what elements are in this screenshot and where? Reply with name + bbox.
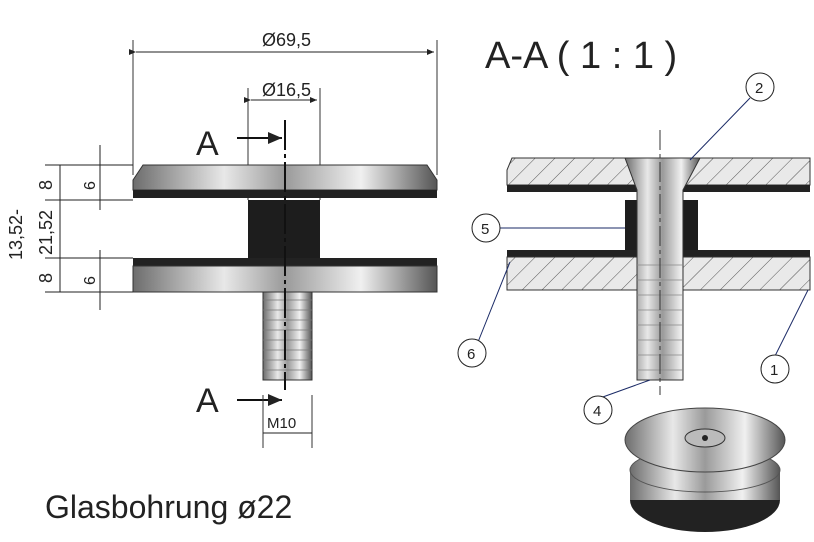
dim-plate-bottom: 8 (36, 273, 56, 283)
section-marker-bottom: A (196, 382, 219, 420)
section-title: A-A ( 1 : 1 ) (485, 35, 677, 77)
thread-size: M10 (267, 415, 296, 432)
caption: Glasbohrung ø22 (45, 489, 292, 525)
product-image (624, 407, 786, 532)
balloon-6: 6 (467, 346, 475, 363)
balloon-1: 1 (770, 362, 778, 379)
dim-glass-bottom: 6 (82, 276, 99, 285)
dim-gap: 21,52 (36, 210, 56, 255)
top-glass (133, 190, 437, 198)
section-view: A-A ( 1 : 1 ) 2 5 6 1 4 (457, 35, 811, 425)
front-view: Ø69,5 Ø16,5 A A M10 6 8 21,52 13,52- 8 6 (6, 30, 438, 448)
section-bolt (624, 157, 701, 381)
dim-plate-top: 8 (36, 180, 56, 190)
balloon-4: 4 (593, 403, 601, 420)
balloon-5: 5 (481, 221, 489, 238)
bolt (262, 291, 313, 381)
dim-glass-top: 6 (82, 181, 99, 190)
balloon-2: 2 (755, 80, 763, 97)
section-marker-top: A (196, 125, 219, 163)
dim-inner-diameter: Ø16,5 (262, 80, 311, 100)
dim-outer-diameter: Ø69,5 (262, 30, 311, 50)
dim-total: 13,52- (6, 209, 26, 260)
